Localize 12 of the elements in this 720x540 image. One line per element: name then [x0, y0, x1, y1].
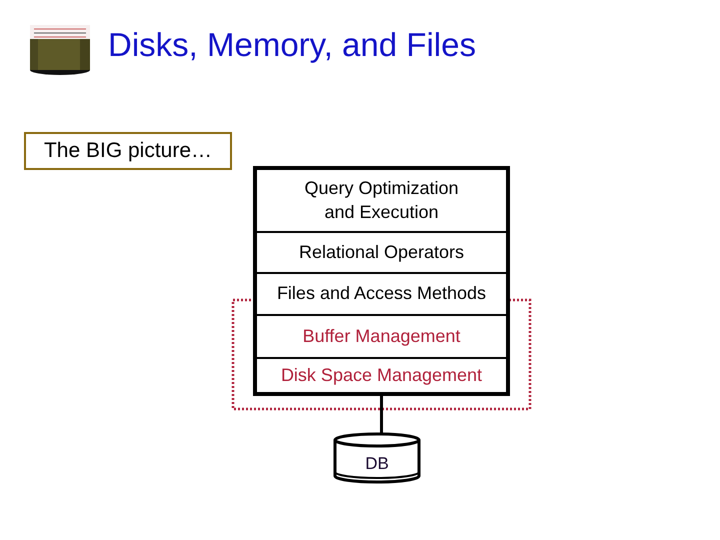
- layer-stack-box: [253, 166, 510, 396]
- node-label: Relational Operators: [298, 240, 464, 264]
- node-label: Disk Space Management: [280, 364, 482, 387]
- node-label: The BIG picture…: [44, 138, 212, 164]
- node-label: DB: [364, 452, 390, 475]
- slide-title: Disks, Memory, and Files: [108, 26, 476, 64]
- node-label: Buffer Management: [302, 324, 460, 348]
- node-label: Query Optimization and Execution: [303, 177, 460, 224]
- label-box: [24, 132, 232, 170]
- node-label: Files and Access Methods: [276, 282, 486, 306]
- database-cylinder: [333, 432, 421, 484]
- connector-line: [380, 396, 383, 434]
